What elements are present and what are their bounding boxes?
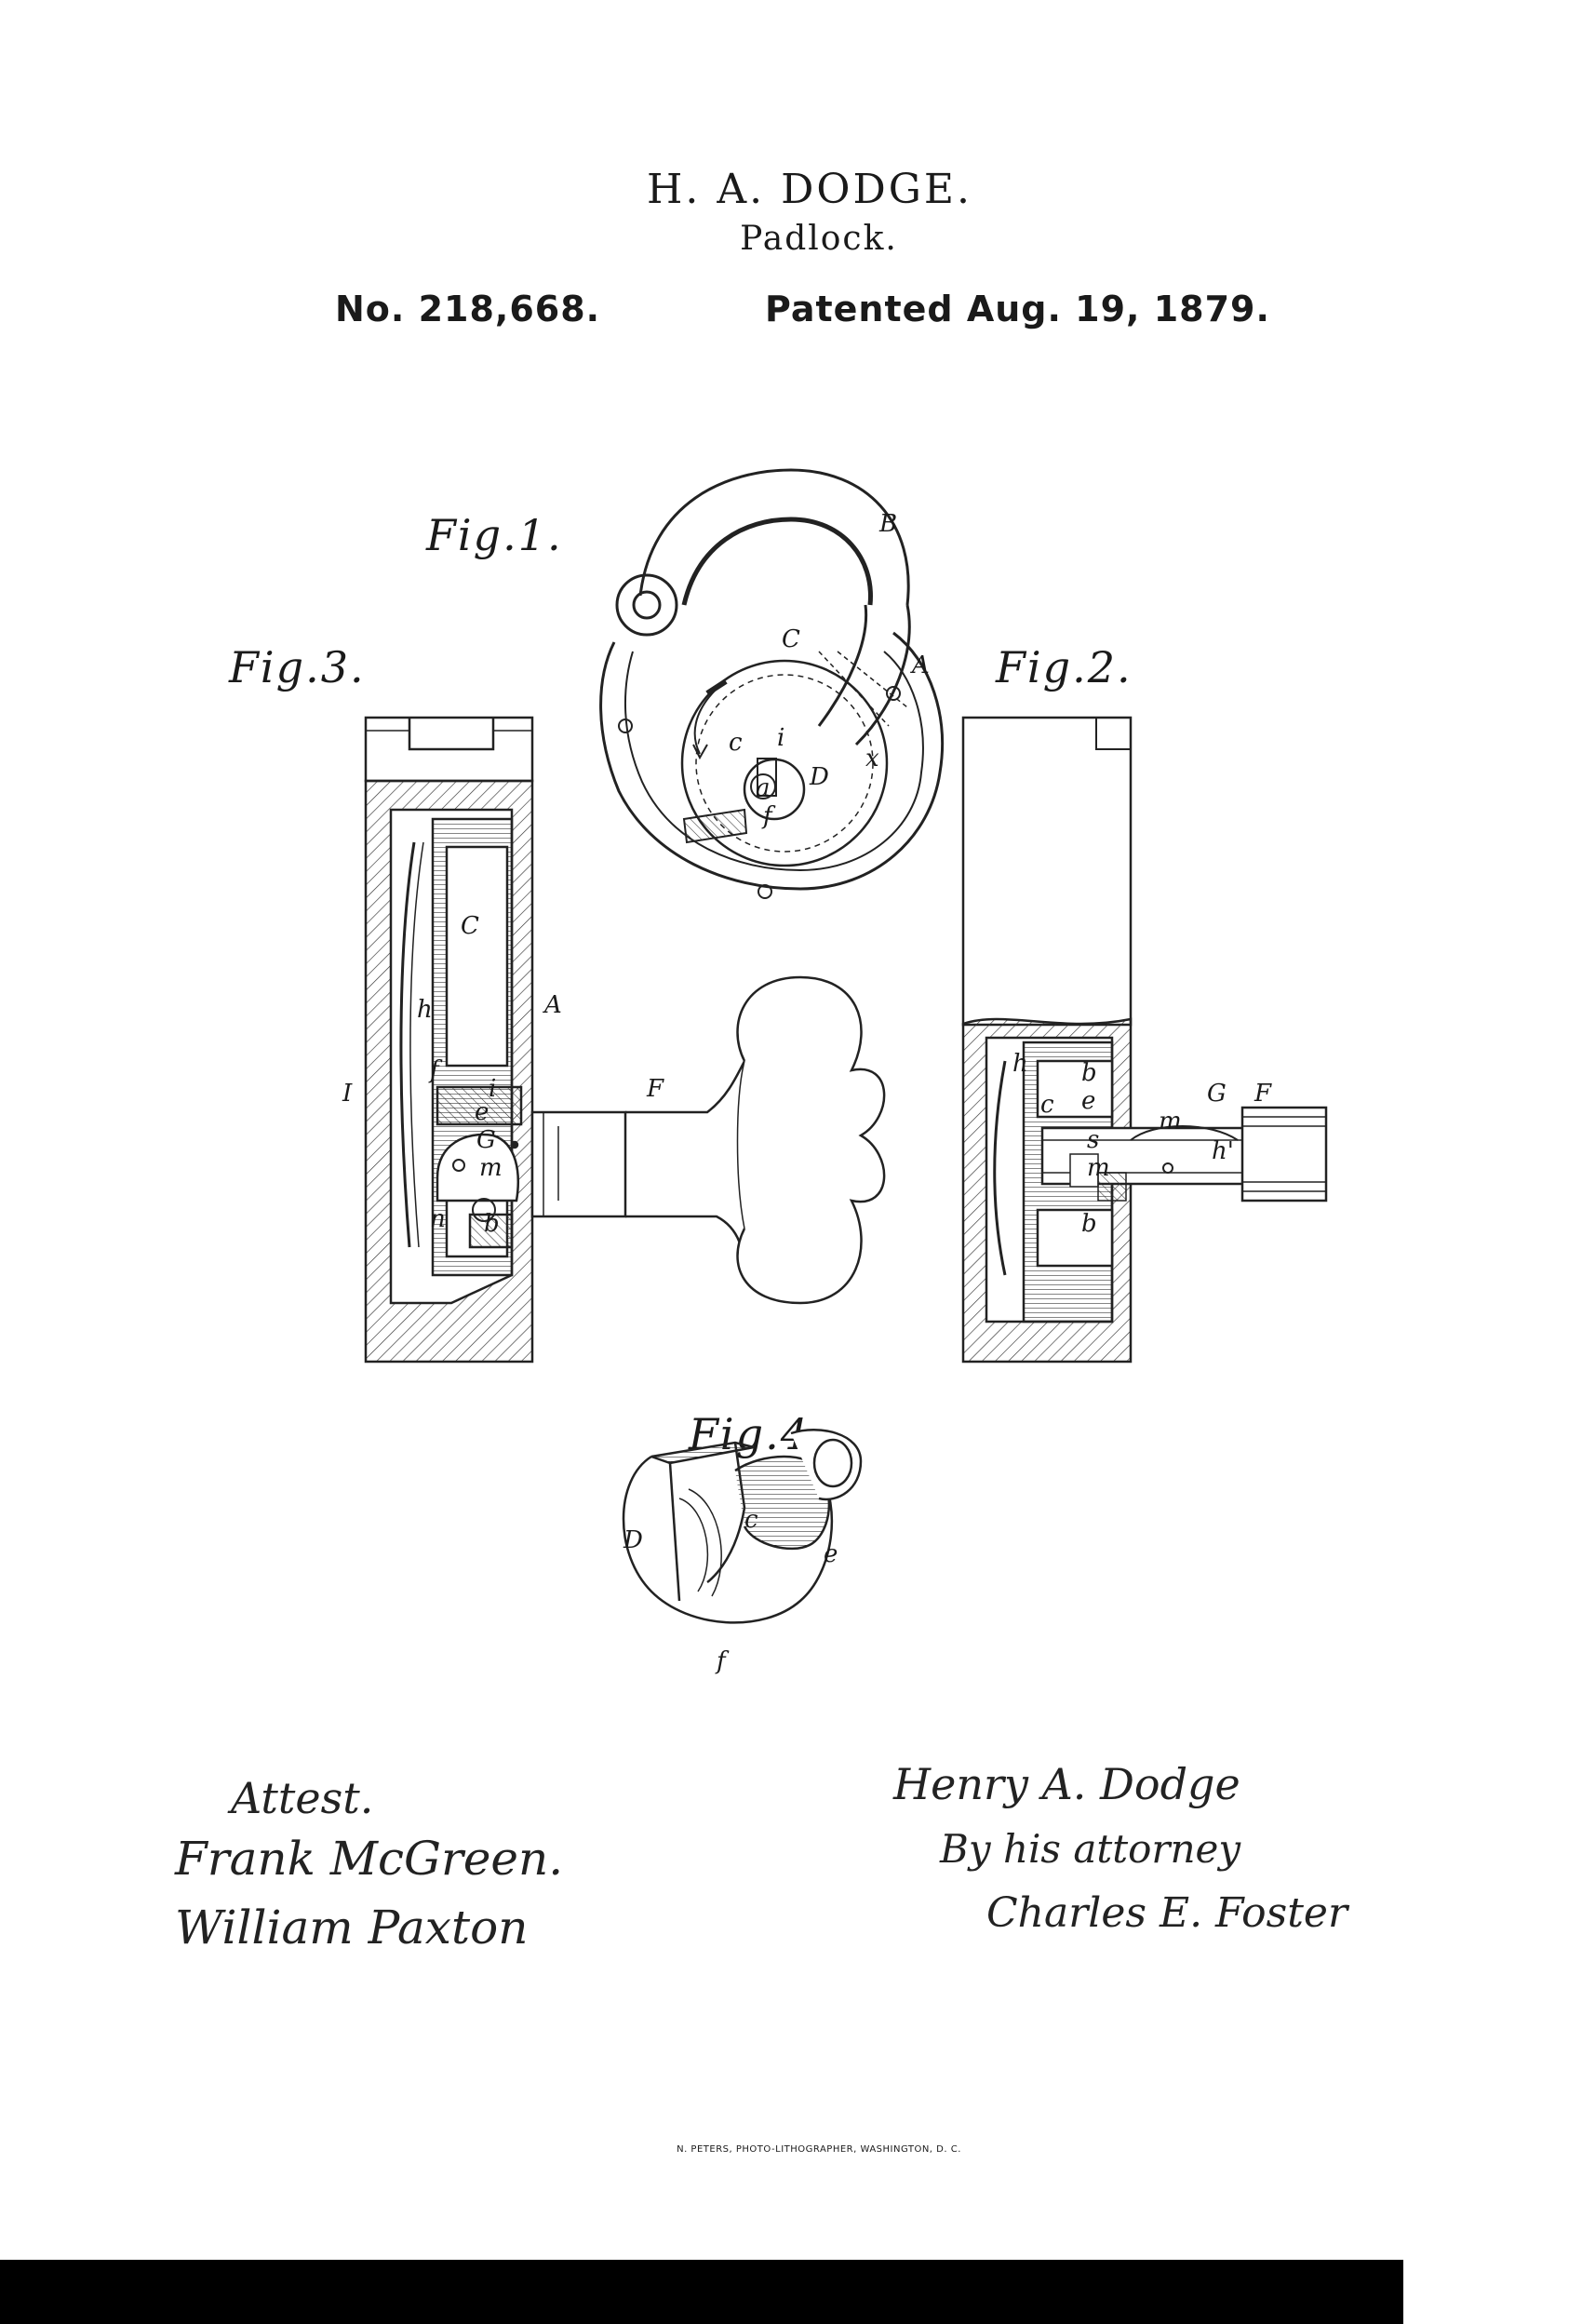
attorney-line: By his attorney bbox=[940, 1826, 1241, 1872]
patent-date: Patented Aug. 19, 1879. bbox=[765, 289, 1270, 329]
inventor-signature: Henry A. Dodge bbox=[893, 1759, 1240, 1809]
ref-letter: x bbox=[865, 745, 879, 772]
ref-letter: f bbox=[763, 802, 772, 830]
ref-letter: e bbox=[824, 1540, 838, 1568]
ref-letter: c bbox=[1040, 1091, 1054, 1119]
fig1-label: Fig.1. bbox=[426, 510, 563, 560]
fig2-label: Fig.2. bbox=[996, 642, 1133, 692]
ref-letter: B bbox=[879, 510, 898, 538]
ref-letter: s bbox=[1087, 1126, 1100, 1154]
printer-credit: N. PETERS, PHOTO-LITHOGRAPHER, WASHINGTO… bbox=[677, 2144, 961, 2155]
invention-title: Padlock. bbox=[740, 220, 898, 258]
ref-letter: D bbox=[810, 763, 829, 791]
attorney-signature: Charles E. Foster bbox=[986, 1889, 1347, 1937]
ref-letter: b bbox=[484, 1210, 500, 1238]
ref-letter: m bbox=[1087, 1154, 1110, 1182]
ref-letter: G bbox=[476, 1126, 496, 1154]
ref-letter: A bbox=[912, 652, 930, 679]
ref-letter: h' bbox=[1212, 1137, 1234, 1165]
ref-letter: m bbox=[1159, 1108, 1182, 1135]
ref-letter: f bbox=[430, 1056, 439, 1084]
ref-letter: b bbox=[1081, 1210, 1097, 1238]
scan-border bbox=[0, 2260, 1403, 2324]
ref-letter: A bbox=[544, 991, 562, 1019]
ref-letter: e bbox=[1081, 1087, 1096, 1115]
fig3-section-drawing bbox=[364, 716, 886, 1364]
witness-signature: William Paxton bbox=[175, 1901, 529, 1955]
ref-letter: F bbox=[1254, 1080, 1272, 1108]
inventor-name: H. A. DODGE. bbox=[647, 166, 972, 213]
ref-letter: m bbox=[479, 1154, 503, 1182]
ref-letter: c bbox=[744, 1506, 758, 1534]
attest-label: Attest. bbox=[231, 1773, 374, 1823]
fig3-label: Fig.3. bbox=[229, 642, 366, 692]
ref-letter: i bbox=[777, 724, 785, 752]
fig1-padlock-drawing bbox=[599, 468, 944, 899]
ref-letter: C bbox=[782, 625, 800, 653]
ref-letter: h bbox=[417, 996, 433, 1024]
ref-letter: D bbox=[623, 1526, 643, 1554]
fig4-cylinder-drawing bbox=[622, 1429, 863, 1624]
ref-letter: i bbox=[489, 1075, 497, 1103]
ref-letter: f bbox=[717, 1647, 726, 1675]
ref-letter: c bbox=[729, 729, 743, 757]
ref-letter: C bbox=[461, 912, 479, 940]
ref-letter: a bbox=[756, 774, 771, 802]
witness-signature: Frank McGreen. bbox=[175, 1832, 564, 1886]
ref-letter: e bbox=[475, 1098, 489, 1126]
ref-letter: h bbox=[1012, 1050, 1028, 1078]
ref-letter: b bbox=[1081, 1059, 1097, 1087]
ref-letter: F bbox=[647, 1075, 664, 1103]
ref-letter: G bbox=[1207, 1080, 1227, 1108]
ref-letter: I bbox=[342, 1080, 353, 1108]
patent-number: No. 218,668. bbox=[335, 289, 601, 329]
ref-letter: n bbox=[430, 1205, 446, 1233]
fig2-section-drawing bbox=[961, 716, 1328, 1364]
